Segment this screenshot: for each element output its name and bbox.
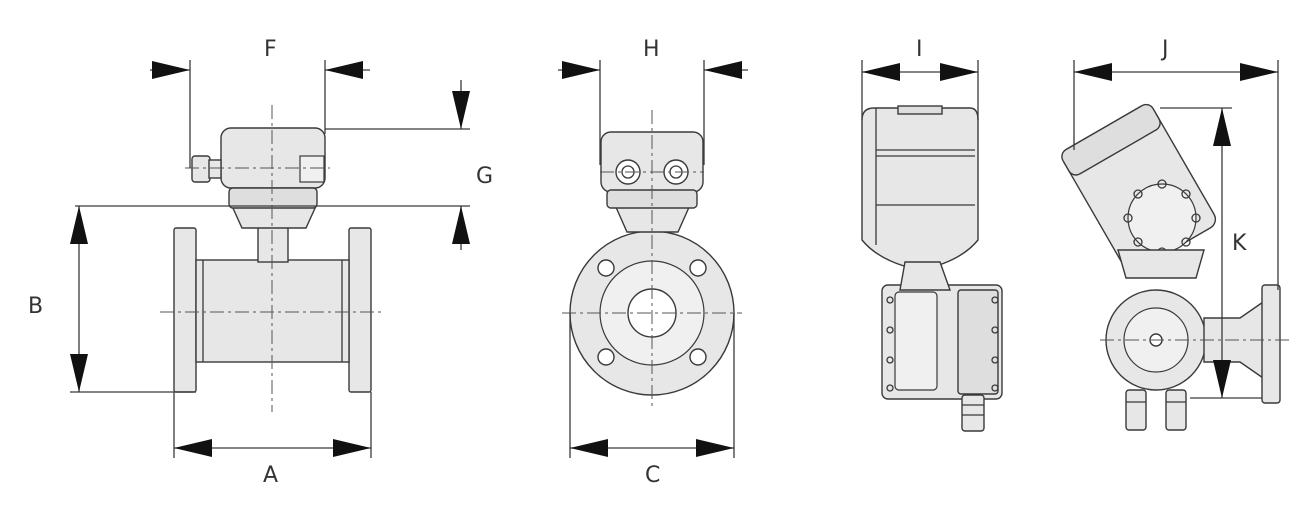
label-h: H <box>643 37 660 62</box>
left-flange <box>173 227 197 393</box>
label-k: K <box>1232 231 1247 256</box>
label-i: I <box>916 37 923 62</box>
label-f: F <box>264 37 277 62</box>
view-side-flanged <box>70 60 470 458</box>
label-a: A <box>263 463 278 488</box>
label-g: G <box>476 164 493 189</box>
neck <box>257 225 289 263</box>
view-converter-side <box>861 60 1003 432</box>
mounting-plate <box>1261 284 1281 404</box>
converter-housing <box>861 107 979 271</box>
label-j: J <box>1160 37 1169 62</box>
view-tilted-head <box>1061 60 1290 431</box>
display-cover <box>1127 183 1197 253</box>
cable-gland <box>191 155 211 183</box>
label-c: C <box>645 463 660 488</box>
right-flange <box>348 227 372 393</box>
view-front <box>558 60 748 458</box>
label-b: B <box>28 294 43 319</box>
